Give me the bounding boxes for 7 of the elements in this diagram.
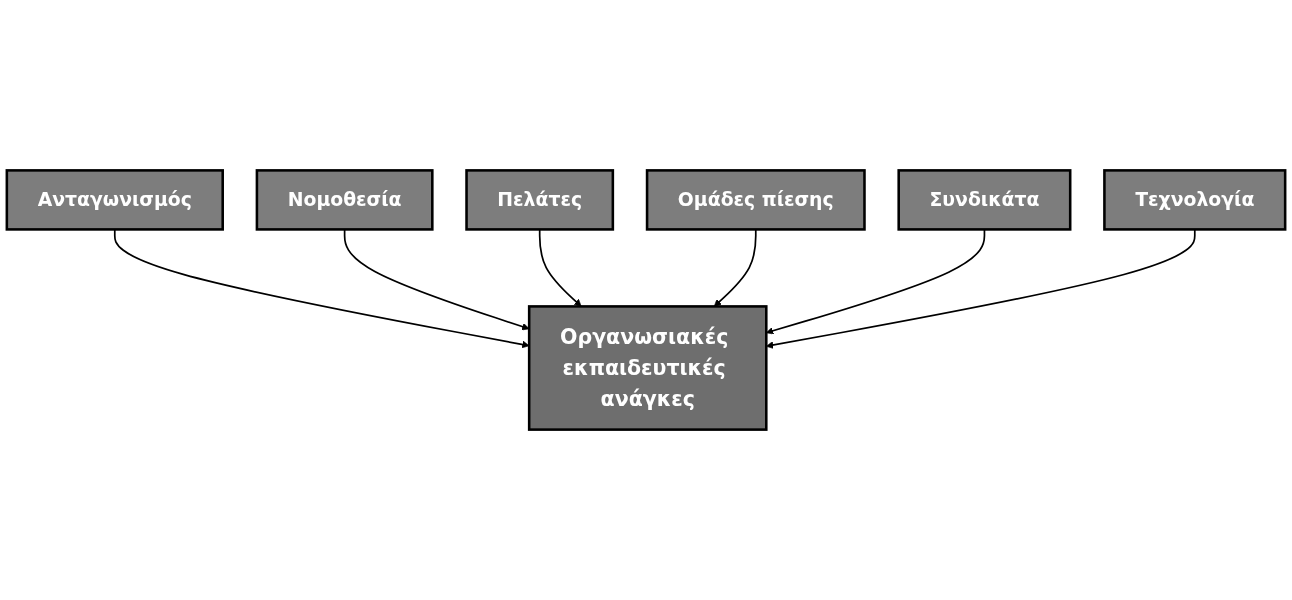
node-box: Νομοθεσία [255,169,434,231]
node-box: Ομάδες πίεσης [645,169,866,231]
node-box: Ανταγωνισμός [5,169,224,231]
node-box: Πελάτες [465,169,615,231]
node-box: Συνδικάτα [897,169,1072,231]
node-box: Τεχνολογία [1103,169,1287,231]
node-box: Οργανωσιακές εκπαιδευτικές ανάγκες [527,305,768,431]
